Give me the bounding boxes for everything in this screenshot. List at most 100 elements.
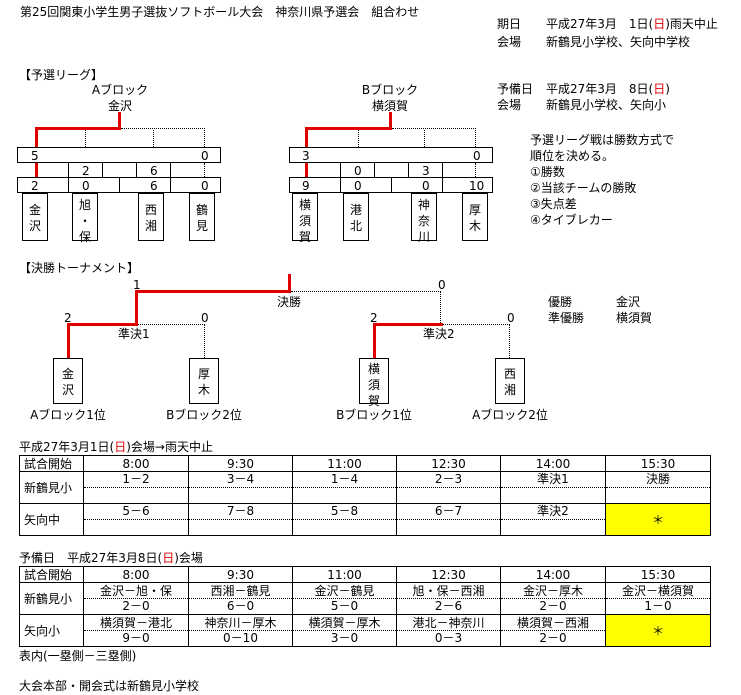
seed-label: Bブロック2位 (166, 408, 242, 422)
time-cell: 8:00 (83, 566, 189, 583)
venue-label: 会場 (497, 35, 522, 49)
block-b-score: 0 (473, 149, 481, 163)
team-box-tsurumi: 鶴見 (189, 193, 215, 241)
date-label: 期日 (497, 17, 522, 31)
block-a-score: 0 (201, 149, 209, 163)
block-b-name: Bブロック (361, 83, 419, 97)
game-cell: 決勝 (605, 471, 711, 504)
schedule2-table: 試合開始 8:00 9:30 11:00 12:30 14:00 15:30 新… (19, 566, 711, 647)
game-cell: 1－4 (292, 471, 397, 504)
game-cell: 5－6 (83, 503, 189, 536)
result-label: 準優勝 (548, 311, 585, 325)
final-score: 0 (438, 278, 446, 292)
block-b-score: 9 (302, 179, 310, 193)
block-a-score: 6 (150, 164, 158, 178)
seed-label: Aブロック2位 (472, 408, 548, 422)
result-label: 優勝 (548, 295, 573, 309)
team-box-kanazawa: 金沢 (22, 193, 48, 241)
team-box-yokosuka: 横須賀 (292, 193, 318, 244)
game-cell: 2－3 (396, 471, 501, 504)
result-team: 横須賀 (616, 311, 653, 325)
block-a-score: 0 (201, 179, 209, 193)
final-label: 決勝 (277, 295, 302, 309)
result-team: 金沢 (616, 295, 641, 309)
league-section-label: 【予選リーグ】 (19, 68, 104, 82)
venue-cell: 新鶴見小 (19, 582, 84, 615)
team-box-asahi-ho: 旭・保 (72, 193, 98, 244)
schedule2-caption: 予備日 平成27年3月8日(日)会場 (19, 551, 203, 565)
semi2-score: 2 (370, 311, 378, 325)
semi2-score: 0 (507, 311, 515, 325)
block-a-name: Aブロック (91, 83, 149, 97)
page-title: 第25回関東小学生男子選抜ソフトボール大会 神奈川県予選会 組合わせ (20, 5, 420, 19)
venue-value: 新鶴見小学校、矢向中学校 (546, 35, 691, 49)
schedule1-table: 試合開始 8:00 9:30 11:00 12:30 14:00 15:30 新… (19, 455, 711, 536)
time-cell: 9:30 (188, 566, 293, 583)
time-cell: 12:30 (396, 455, 501, 472)
time-cell: 14:00 (500, 566, 606, 583)
reserve-venue-label: 会場 (497, 98, 522, 112)
tournament-team-yokosuka: 横須賀 (359, 358, 389, 408)
time-cell: 15:30 (605, 455, 711, 472)
block-b-top-row (289, 147, 493, 163)
team-box-seisho: 西湘 (138, 193, 164, 241)
reserve-venue-value: 新鶴見小学校、矢向小 (546, 98, 667, 112)
block-a-score: 2 (82, 164, 90, 178)
tournament-team-atsugi: 厚木 (189, 358, 219, 404)
tournament-team-seisho: 西湘 (495, 358, 525, 404)
block-b-score: 3 (302, 149, 310, 163)
table-note: 表内(一塁側－三塁側) (19, 649, 137, 663)
time-cell: 8:00 (83, 455, 189, 472)
time-cell: 11:00 (292, 566, 397, 583)
table-row: 矢向中 5－6 7－8 5－8 6－7 準決2 ＊ (19, 503, 711, 536)
team-box-kohoku: 港北 (343, 193, 369, 241)
schedule-header-label: 試合開始 (19, 566, 84, 583)
table-row: 新鶴見小 1－2 3－4 1－4 2－3 準決1 決勝 (19, 471, 711, 504)
schedule-header-label: 試合開始 (19, 455, 84, 472)
time-cell: 11:00 (292, 455, 397, 472)
block-b-score: 0 (422, 179, 430, 193)
team-box-atsugi: 厚木 (462, 193, 488, 241)
block-b-leader: 横須賀 (371, 99, 408, 113)
block-b-score: 10 (469, 179, 485, 193)
team-box-kanagawa: 神奈川 (411, 193, 437, 244)
final-score: 1 (133, 278, 141, 292)
venue-cell: 矢向小 (19, 614, 84, 647)
block-a-score: 6 (150, 179, 158, 193)
block-a-score: 0 (82, 179, 90, 193)
game-cell-highlight: ＊ (605, 614, 711, 647)
semi1-score: 0 (201, 311, 209, 325)
tournament-section-label: 【決勝トーナメント】 (19, 261, 140, 275)
game-cell: 6－7 (396, 503, 501, 536)
reserve-date: 平成27年3月 8日(日) (546, 82, 670, 96)
venue-cell: 新鶴見小 (19, 471, 84, 504)
game-cell: 5－8 (292, 503, 397, 536)
block-b-score: 3 (422, 164, 430, 178)
block-a-score: 5 (31, 149, 39, 163)
time-cell: 9:30 (188, 455, 293, 472)
footer-note: 大会本部・開会式は新鶴見小学校 (19, 679, 200, 693)
semi1-label: 準決1 (118, 327, 150, 341)
game-cell-highlight: ＊ (605, 503, 711, 536)
tournament-team-kanazawa: 金沢 (53, 358, 83, 404)
seed-label: Bブロック1位 (336, 408, 412, 422)
block-a-score: 2 (31, 179, 39, 193)
game-cell: 1－2 (83, 471, 189, 504)
time-cell: 12:30 (396, 566, 501, 583)
venue-cell: 矢向中 (19, 503, 84, 536)
game-cell: 準決1 (500, 471, 606, 504)
semi1-score: 2 (64, 311, 72, 325)
semi2-label: 準決2 (423, 327, 455, 341)
schedule1-caption: 平成27年3月1日(日)会場→雨天中止 (19, 440, 213, 454)
